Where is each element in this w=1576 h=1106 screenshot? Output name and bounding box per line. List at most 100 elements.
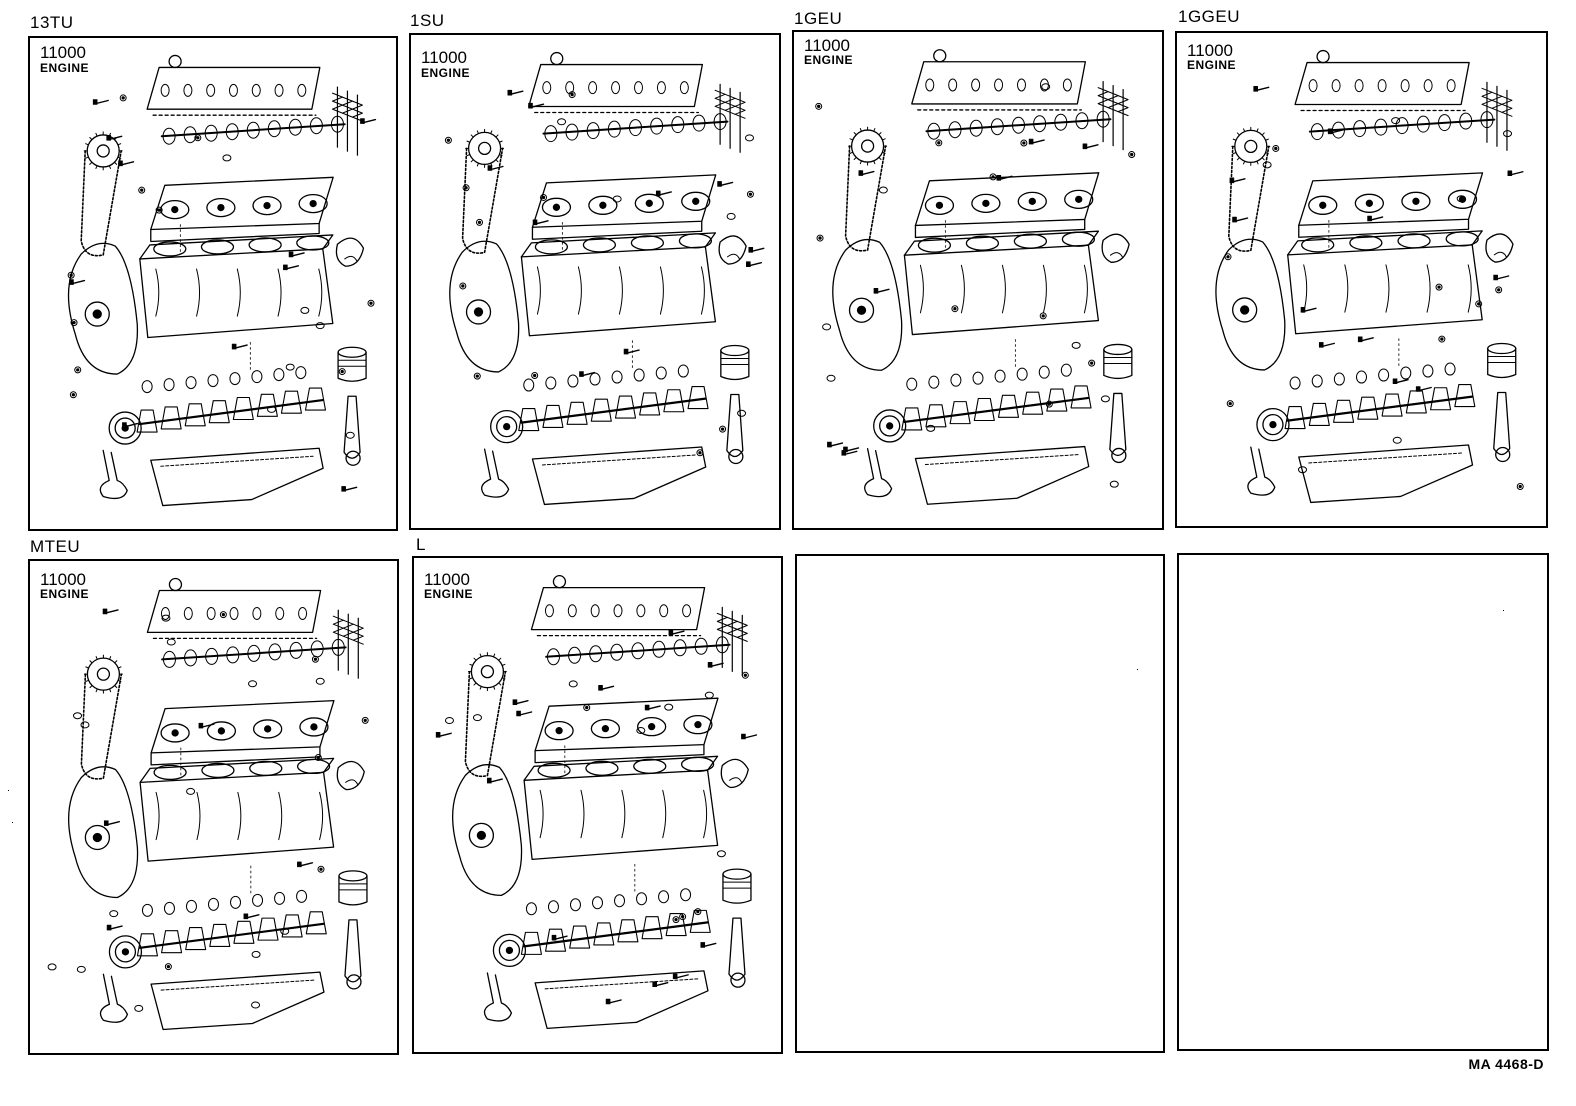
drawing-stroke	[160, 406, 182, 430]
drawing-stroke	[544, 978, 699, 990]
drawing-stroke	[533, 373, 537, 378]
drawing-stroke	[634, 193, 664, 213]
drawing-stroke	[470, 159, 474, 163]
drawing-stroke	[118, 160, 123, 167]
drawing-stroke	[610, 643, 624, 661]
drawing-stroke	[1253, 86, 1258, 92]
drawing-stroke	[1400, 366, 1412, 380]
drawing-stroke	[486, 777, 492, 784]
drawing-stroke	[114, 684, 118, 689]
drawing-stroke	[256, 393, 278, 417]
drawing-stroke	[335, 237, 365, 267]
drawing-stroke	[207, 374, 219, 388]
drawing-stroke	[580, 789, 585, 839]
drawing-stroke	[476, 218, 484, 226]
engine-drawing-group	[435, 574, 758, 1030]
drawing-stroke	[109, 910, 119, 918]
drawing-stroke	[520, 232, 717, 258]
drawing-stroke	[76, 368, 80, 372]
drawing-stroke	[95, 132, 98, 137]
drawing-stroke	[1349, 235, 1383, 251]
engine-panel[interactable]: 11000 ENGINE	[792, 30, 1164, 530]
drawing-stroke	[1265, 138, 1269, 141]
drawing-stroke	[1236, 132, 1240, 136]
drawing-stroke	[475, 374, 479, 378]
drawing-stroke	[925, 118, 1112, 133]
drawing-stroke	[523, 755, 719, 781]
drawing-stroke	[345, 431, 355, 439]
drawing-stroke	[859, 160, 862, 165]
drawing-stroke	[183, 607, 193, 621]
drawing-stroke	[1445, 231, 1479, 247]
drawing-stroke	[658, 191, 672, 196]
drawing-stroke	[720, 427, 725, 431]
drawing-stroke	[1256, 128, 1259, 133]
drawing-stroke	[989, 173, 997, 181]
drawing-stroke	[853, 132, 857, 136]
drawing-stroke	[703, 942, 717, 948]
drawing-stroke	[117, 666, 122, 669]
drawing-stroke	[607, 120, 621, 138]
drawing-stroke	[1447, 189, 1478, 209]
drawing-stroke	[505, 946, 514, 955]
drawing-stroke	[520, 931, 542, 955]
drawing-stroke	[1507, 170, 1513, 177]
drawing-stroke	[206, 197, 236, 218]
drawing-stroke	[554, 935, 568, 940]
drawing-stroke	[636, 892, 648, 906]
drawing-stroke	[208, 897, 219, 911]
drawing-stroke	[1444, 362, 1456, 376]
drawing-stroke	[948, 121, 962, 139]
drawing-stroke	[280, 927, 290, 935]
drawing-stroke	[1243, 128, 1246, 133]
drawing-stroke	[274, 83, 284, 97]
drawing-stroke	[80, 721, 90, 729]
drawing-stroke	[743, 734, 758, 739]
drawing-stroke	[319, 867, 323, 871]
engine-panel[interactable]: 11000 ENGINE	[412, 556, 783, 1054]
drawing-stroke	[1303, 307, 1317, 312]
drawing-stroke	[827, 441, 832, 448]
drawing-stroke	[583, 704, 591, 712]
drawing-stroke	[1083, 264, 1088, 314]
drawing-stroke	[626, 349, 640, 354]
drawing-stroke	[873, 409, 907, 443]
drawing-stroke	[1437, 285, 1441, 289]
drawing-stroke	[225, 123, 239, 141]
drawing-stroke	[636, 604, 646, 618]
drawing-stroke	[1031, 139, 1045, 144]
drawing-stroke	[476, 830, 487, 841]
drawing-stroke	[861, 170, 875, 176]
drawing-stroke	[96, 667, 111, 681]
drawing-stroke	[168, 54, 182, 69]
engine-panel[interactable]: 11000 ENGINE	[28, 559, 399, 1055]
drawing-stroke	[555, 727, 563, 735]
drawing-stroke	[1493, 274, 1498, 281]
drawing-stroke	[490, 130, 493, 135]
drawing-stroke	[1518, 484, 1522, 489]
drawing-stroke	[914, 445, 1090, 505]
drawing-stroke	[96, 144, 110, 158]
engine-panel[interactable]: 11000 ENGINE	[409, 33, 781, 530]
drawing-stroke	[1042, 264, 1047, 314]
drawing-stroke	[166, 964, 171, 969]
drawing-stroke	[106, 924, 112, 931]
drawing-stroke	[105, 609, 119, 614]
drawing-stroke	[550, 51, 564, 66]
drawing-stroke	[106, 820, 120, 826]
drawing-stroke	[1308, 118, 1496, 133]
drawing-stroke	[352, 623, 364, 645]
drawing-stroke	[991, 175, 995, 179]
engine-panel[interactable]: 11000 ENGINE	[28, 36, 398, 531]
drawing-stroke	[631, 642, 645, 660]
drawing-stroke	[644, 704, 650, 711]
drawing-stroke	[140, 188, 144, 192]
drawing-stroke	[730, 972, 746, 988]
drawing-stroke	[248, 237, 282, 253]
drawing-stroke	[590, 719, 621, 739]
drawing-stroke	[74, 366, 82, 374]
drawing-stroke	[611, 81, 621, 95]
drawing-stroke	[95, 165, 98, 169]
drawing-stroke	[534, 970, 709, 1030]
engine-panel[interactable]: 11000 ENGINE	[1175, 31, 1548, 528]
